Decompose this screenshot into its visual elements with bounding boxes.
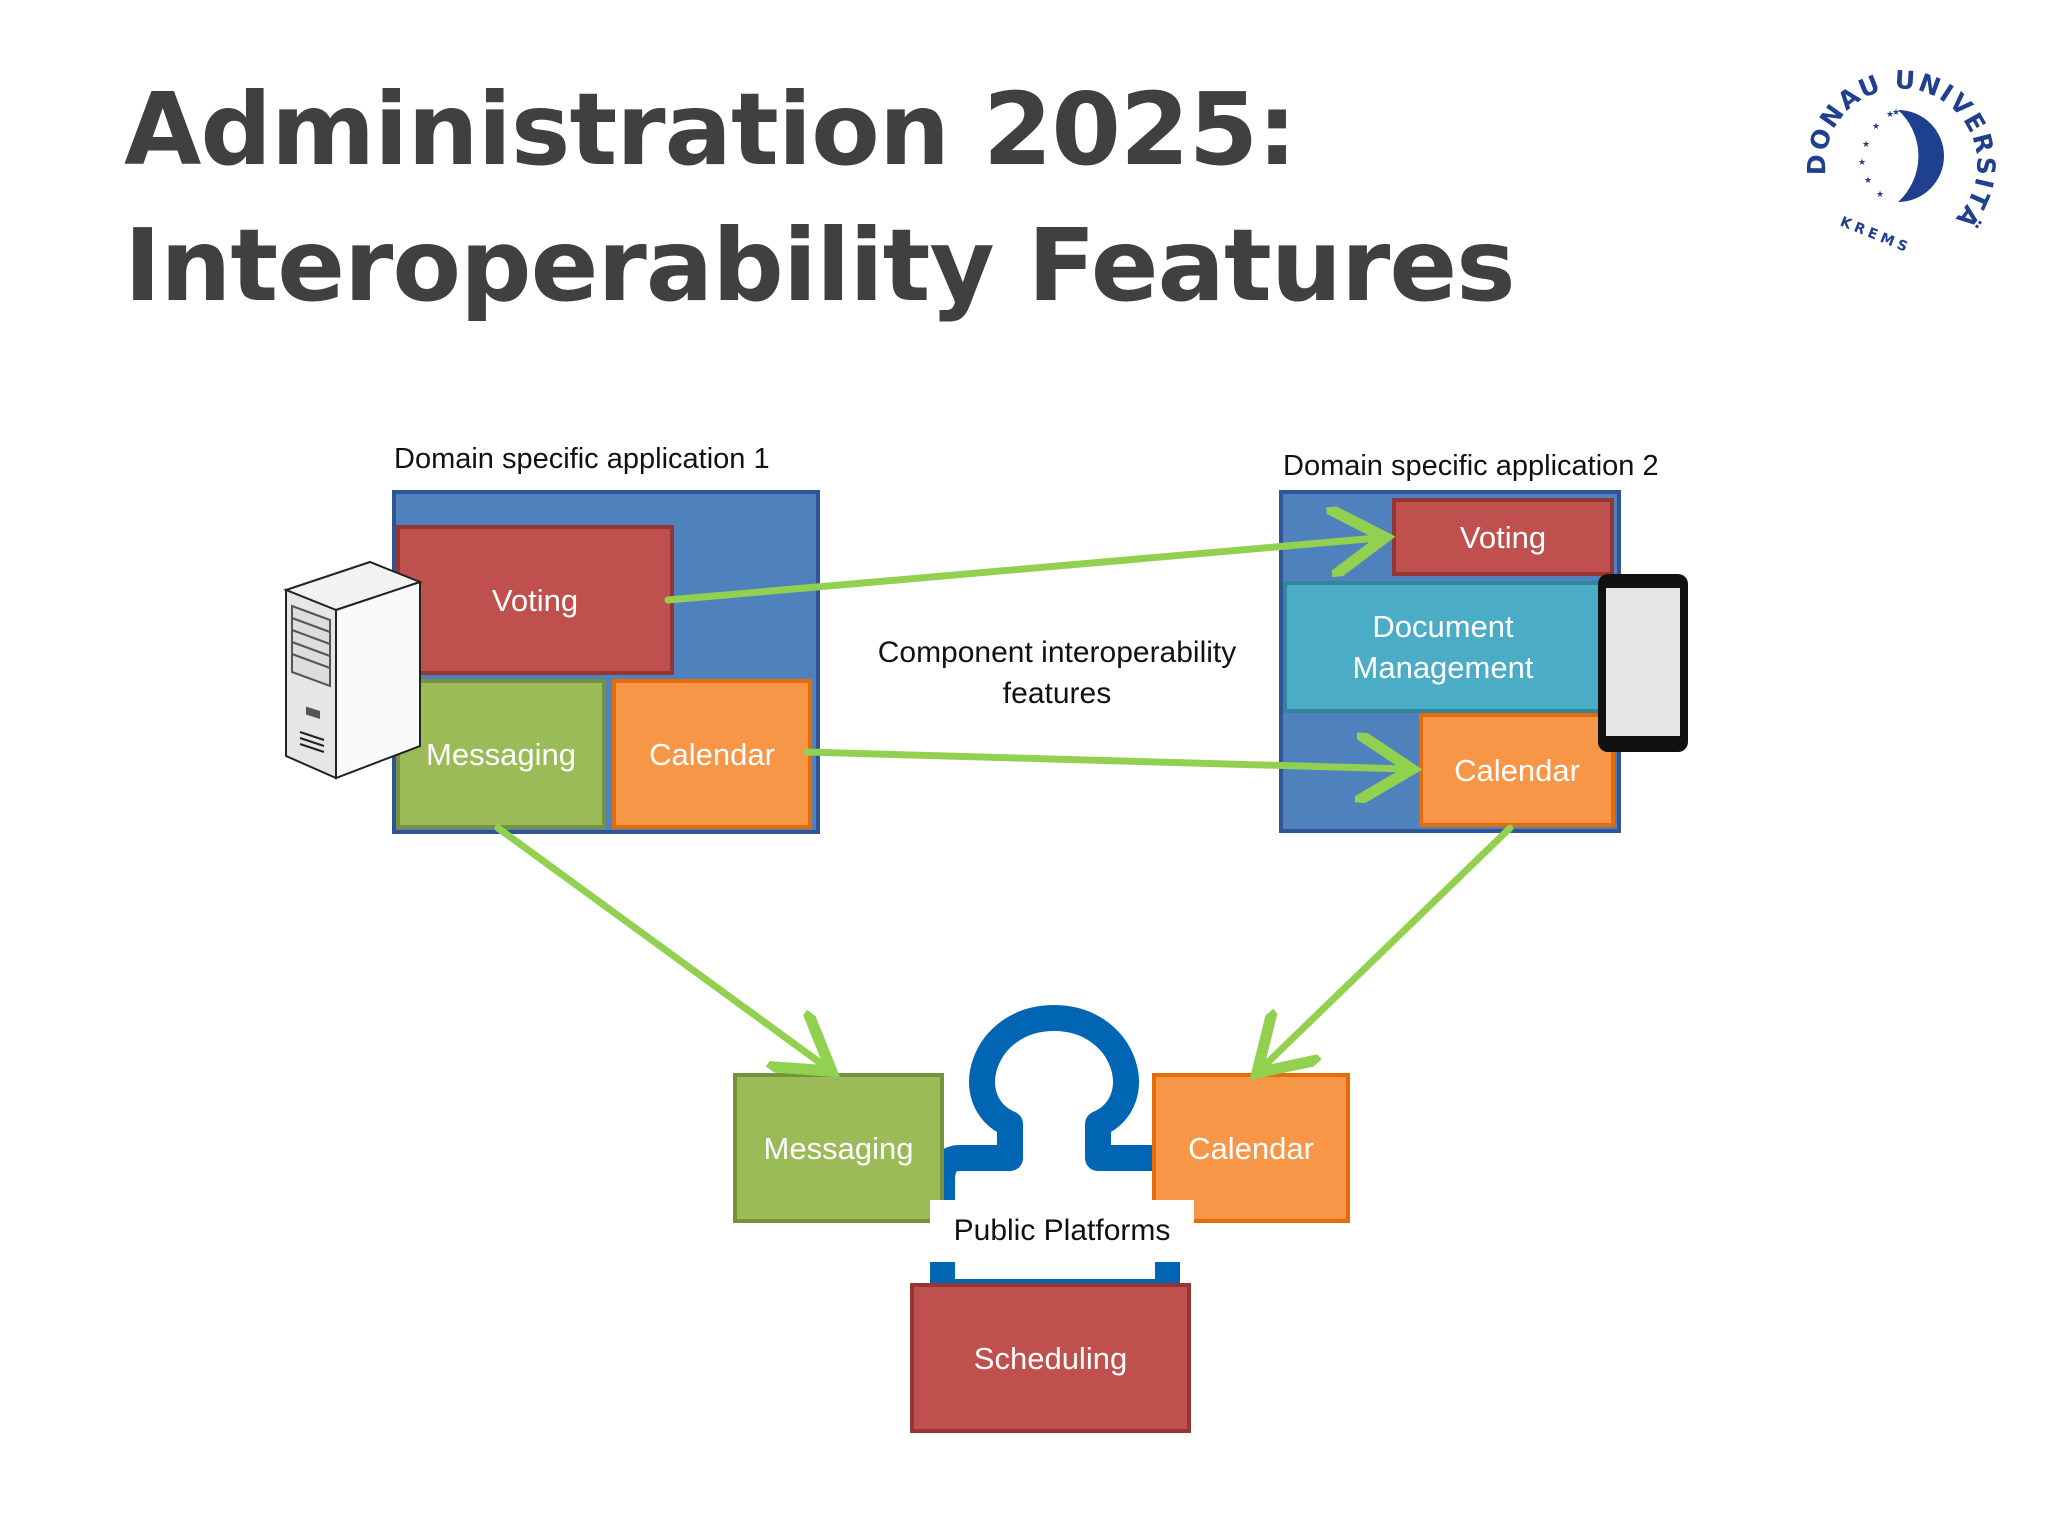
svg-text:★: ★ bbox=[1876, 189, 1884, 199]
svg-text:★: ★ bbox=[1862, 139, 1870, 149]
arrow-messaging-to-platform-messaging bbox=[494, 824, 826, 1067]
svg-text:★: ★ bbox=[1864, 175, 1872, 185]
svg-text:★: ★ bbox=[1872, 121, 1880, 131]
arrow-voting-to-app2-voting bbox=[664, 538, 1378, 604]
university-logo: ★★★ ★★★ ★ DONAU UNIVERSITÄT KREMS bbox=[1800, 55, 1999, 255]
component-interoperability-label: Component interoperability features bbox=[877, 636, 1237, 710]
app1-label: Domain specific application 1 bbox=[394, 443, 770, 475]
smartphone-icon bbox=[1598, 574, 1688, 752]
platform-calendar-box: Calendar bbox=[1152, 1073, 1350, 1223]
app2-label: Domain specific application 2 bbox=[1283, 450, 1659, 482]
public-platforms-label: Public Platforms bbox=[930, 1200, 1194, 1262]
svg-text:★: ★ bbox=[1886, 109, 1894, 119]
slide-title-line-1: Administration 2025: bbox=[124, 71, 1297, 188]
server-icon bbox=[283, 560, 423, 780]
slide-title: Administration 2025: Interoperability Fe… bbox=[124, 62, 1516, 334]
app2-voting-box: Voting bbox=[1392, 498, 1614, 576]
app2-document-management-box: Document Management bbox=[1283, 581, 1603, 713]
svg-text:★: ★ bbox=[1892, 107, 1900, 117]
slide-title-line-2: Interoperability Features bbox=[124, 207, 1516, 324]
platform-scheduling-box: Scheduling bbox=[910, 1283, 1191, 1433]
arrow-calendar-to-app2-calendar bbox=[802, 752, 1405, 769]
app1-messaging-box: Messaging bbox=[396, 679, 606, 829]
arrow-app2-calendar-to-platform-calendar bbox=[1262, 824, 1514, 1068]
svg-text:★: ★ bbox=[1858, 157, 1866, 167]
